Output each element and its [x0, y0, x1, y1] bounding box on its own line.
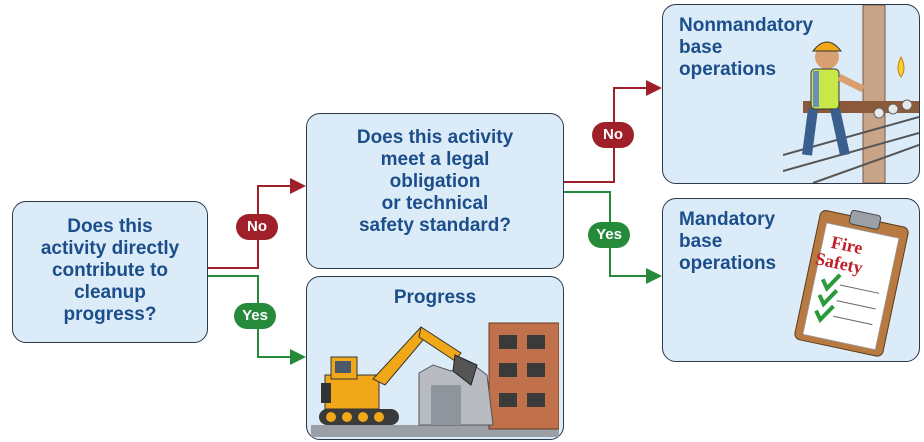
outcome-title-progress: Progress	[393, 287, 477, 308]
branch-label-q2-yes: Yes	[588, 222, 630, 248]
branch-label-q2-no: No	[592, 122, 634, 148]
question-box-legal-obligation: Does this activity meet a legal obligati…	[306, 113, 564, 269]
clipboard-illustration	[794, 209, 909, 357]
outcome-title-nonmandatory: Nonmandatory base operations	[679, 15, 814, 80]
question-text-legal-obligation: Does this activity meet a legal obligati…	[356, 127, 514, 236]
outcome-box-mandatory: Mandatory base operations Fire Safety	[662, 198, 920, 362]
branch-label-q1-yes: Yes	[234, 303, 276, 329]
question-box-cleanup-progress: Does this activity directly contribute t…	[12, 201, 208, 343]
outcome-box-progress: Progress	[306, 276, 564, 440]
question-text-cleanup-progress: Does this activity directly contribute t…	[40, 216, 180, 325]
branch-label-q1-no: No	[236, 214, 278, 240]
outcome-box-nonmandatory: Nonmandatory base operations	[662, 4, 920, 184]
lineworker-illustration	[783, 5, 919, 183]
outcome-title-mandatory: Mandatory base operations	[679, 209, 777, 274]
excavator-illustration	[311, 322, 559, 437]
